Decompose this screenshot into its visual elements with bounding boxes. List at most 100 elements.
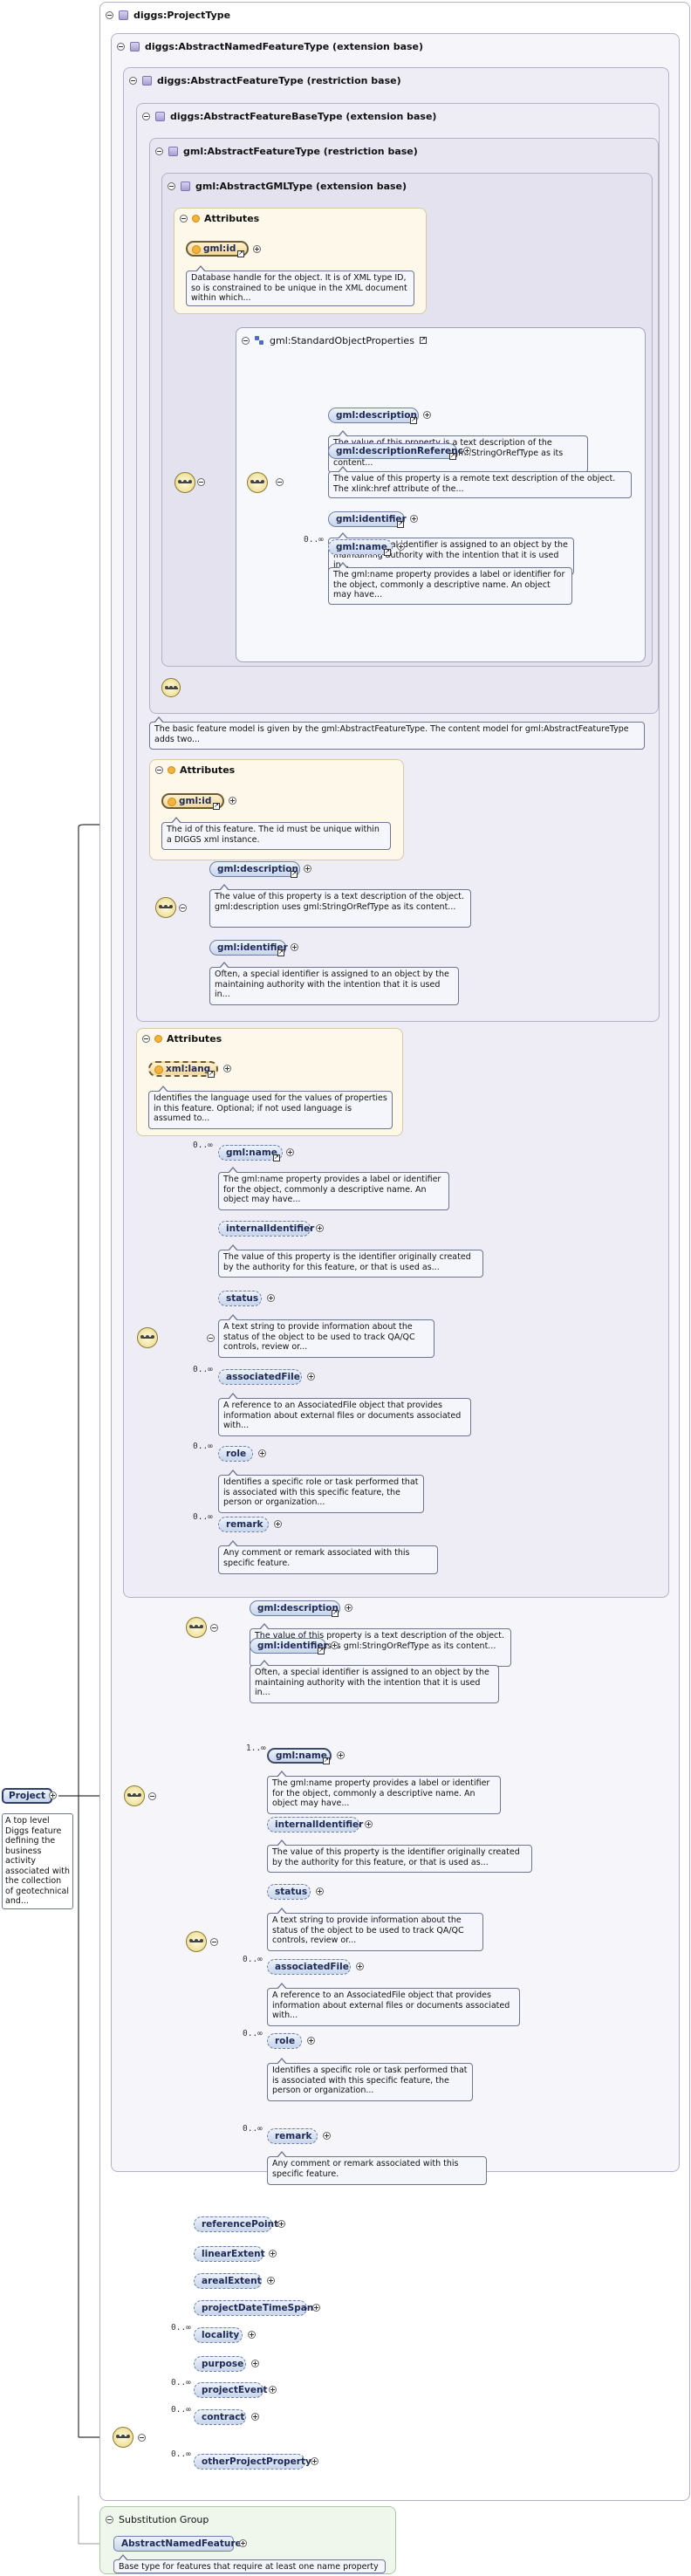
feature-prop-role[interactable]: role <box>218 1446 253 1462</box>
reference-icon[interactable] <box>237 250 244 257</box>
named-prop-remark[interactable]: remark <box>267 2128 318 2144</box>
reference-icon[interactable] <box>323 1757 330 1764</box>
expand-icon[interactable] <box>291 943 298 951</box>
expand-icon[interactable] <box>331 1641 339 1649</box>
collapse-icon[interactable] <box>142 1035 150 1043</box>
collapse-icon[interactable] <box>155 766 163 774</box>
project-prop-reference-point[interactable]: referencePoint <box>194 2216 278 2232</box>
expand-icon[interactable] <box>269 2250 277 2257</box>
collapse-icon[interactable] <box>106 2515 113 2524</box>
attr-gml-id[interactable]: gml:id <box>186 241 249 257</box>
collapse-icon[interactable] <box>142 112 150 120</box>
collapse-icon[interactable] <box>138 2434 146 2442</box>
named-prop-gml-description[interactable]: gml:description <box>250 1600 340 1616</box>
collapse-icon[interactable] <box>207 1334 215 1342</box>
collapse-icon[interactable] <box>276 478 284 486</box>
expand-icon[interactable] <box>269 2386 277 2394</box>
expand-icon[interactable] <box>248 2331 256 2339</box>
collapse-icon[interactable] <box>180 215 188 223</box>
collapse-icon[interactable] <box>179 904 187 912</box>
collapse-icon[interactable] <box>129 76 137 85</box>
collapse-icon[interactable] <box>168 182 175 190</box>
named-prop-associated-file[interactable]: associatedFile <box>267 1959 351 1975</box>
expand-icon[interactable] <box>316 1224 324 1232</box>
named-prop-gml-identifier[interactable]: gml:identifier <box>250 1638 328 1654</box>
expand-icon[interactable] <box>307 1373 315 1380</box>
expand-icon[interactable] <box>304 865 311 873</box>
attr-base-gml-id[interactable]: gml:id <box>161 793 224 809</box>
expand-icon[interactable] <box>274 1520 282 1528</box>
collapse-icon[interactable] <box>106 10 113 19</box>
expand-icon[interactable] <box>323 2132 331 2140</box>
named-prop-status[interactable]: status <box>267 1884 311 1900</box>
base-prop-gml-description[interactable]: gml:description <box>209 861 300 877</box>
expand-icon[interactable] <box>307 2037 315 2045</box>
expand-icon[interactable] <box>397 543 405 551</box>
project-prop-linear-extent[interactable]: linearExtent <box>194 2246 265 2262</box>
collapse-icon[interactable] <box>197 478 205 486</box>
collapse-icon[interactable] <box>155 147 163 155</box>
collapse-icon[interactable] <box>210 1938 218 1946</box>
expand-icon[interactable] <box>251 2413 259 2421</box>
expand-icon[interactable] <box>251 2360 259 2367</box>
prop-gml-identifier[interactable]: gml:identifier <box>328 511 407 527</box>
reference-icon[interactable] <box>213 803 220 810</box>
expand-icon[interactable] <box>345 1604 352 1612</box>
reference-icon[interactable] <box>449 453 456 460</box>
prop-gml-description-reference[interactable]: gml:descriptionReference <box>328 443 469 459</box>
reference-icon[interactable] <box>208 1071 215 1078</box>
expand-icon[interactable] <box>312 2304 320 2312</box>
expand-icon[interactable] <box>410 515 418 523</box>
reference-icon[interactable] <box>277 949 284 956</box>
expand-icon[interactable] <box>49 1792 57 1799</box>
expand-icon[interactable] <box>258 1449 266 1457</box>
project-prop-purpose[interactable]: purpose <box>194 2356 246 2372</box>
expand-icon[interactable] <box>267 1294 275 1302</box>
base-prop-gml-identifier[interactable]: gml:identifier <box>209 940 288 956</box>
feature-prop-internal-identifier[interactable]: internalIdentifier <box>218 1221 314 1237</box>
project-prop-other-project-property[interactable]: otherProjectProperty <box>194 2454 311 2470</box>
project-element[interactable]: Project <box>2 1788 53 1804</box>
expand-icon[interactable] <box>311 2457 318 2465</box>
collapse-icon[interactable] <box>210 1624 218 1632</box>
expand-icon[interactable] <box>253 245 261 253</box>
reference-icon[interactable] <box>397 521 404 528</box>
expand-icon[interactable] <box>277 2220 285 2228</box>
feature-prop-gml-name[interactable]: gml:name <box>218 1145 283 1161</box>
expand-icon[interactable] <box>239 2539 247 2547</box>
named-prop-role[interactable]: role <box>267 2033 302 2049</box>
feature-prop-status[interactable]: status <box>218 1291 262 1306</box>
prop-gml-description[interactable]: gml:description <box>328 408 419 423</box>
attr-xml-lang[interactable]: xml:lang <box>148 1061 218 1077</box>
expand-icon[interactable] <box>267 2277 275 2285</box>
reference-icon[interactable] <box>291 871 298 878</box>
project-prop-project-event[interactable]: projectEvent <box>194 2382 268 2398</box>
expand-icon[interactable] <box>365 1820 373 1828</box>
feature-prop-associated-file[interactable]: associatedFile <box>218 1369 302 1385</box>
project-prop-date-time-span[interactable]: projectDateTimeSpan <box>194 2300 313 2316</box>
reference-icon[interactable] <box>332 1610 339 1617</box>
collapse-icon[interactable] <box>117 42 125 51</box>
expand-icon[interactable] <box>223 1065 231 1072</box>
expand-icon[interactable] <box>423 411 431 419</box>
expand-icon[interactable] <box>286 1148 294 1156</box>
reference-icon[interactable] <box>273 1154 280 1161</box>
expand-icon[interactable] <box>356 1963 364 1970</box>
project-prop-contract[interactable]: contract <box>194 2409 246 2425</box>
prop-gml-name[interactable]: gml:name <box>328 539 393 555</box>
named-prop-internal-identifier[interactable]: internalIdentifier <box>267 1817 363 1833</box>
expand-icon[interactable] <box>229 797 236 805</box>
collapse-icon[interactable] <box>242 336 250 345</box>
substitution-abstract-named-feature[interactable]: AbstractNamedFeature <box>113 2536 242 2552</box>
project-prop-areal-extent[interactable]: arealExtent <box>194 2273 262 2289</box>
collapse-icon[interactable] <box>148 1792 156 1800</box>
reference-icon[interactable] <box>384 549 391 556</box>
feature-prop-remark[interactable]: remark <box>218 1517 269 1532</box>
expand-icon[interactable] <box>463 447 471 455</box>
reference-icon[interactable] <box>318 1648 325 1655</box>
reference-icon[interactable] <box>419 337 427 344</box>
named-prop-gml-name[interactable]: gml:name <box>267 1748 332 1764</box>
reference-icon[interactable] <box>410 417 417 424</box>
expand-icon[interactable] <box>316 1887 324 1895</box>
project-prop-locality[interactable]: locality <box>194 2327 243 2343</box>
